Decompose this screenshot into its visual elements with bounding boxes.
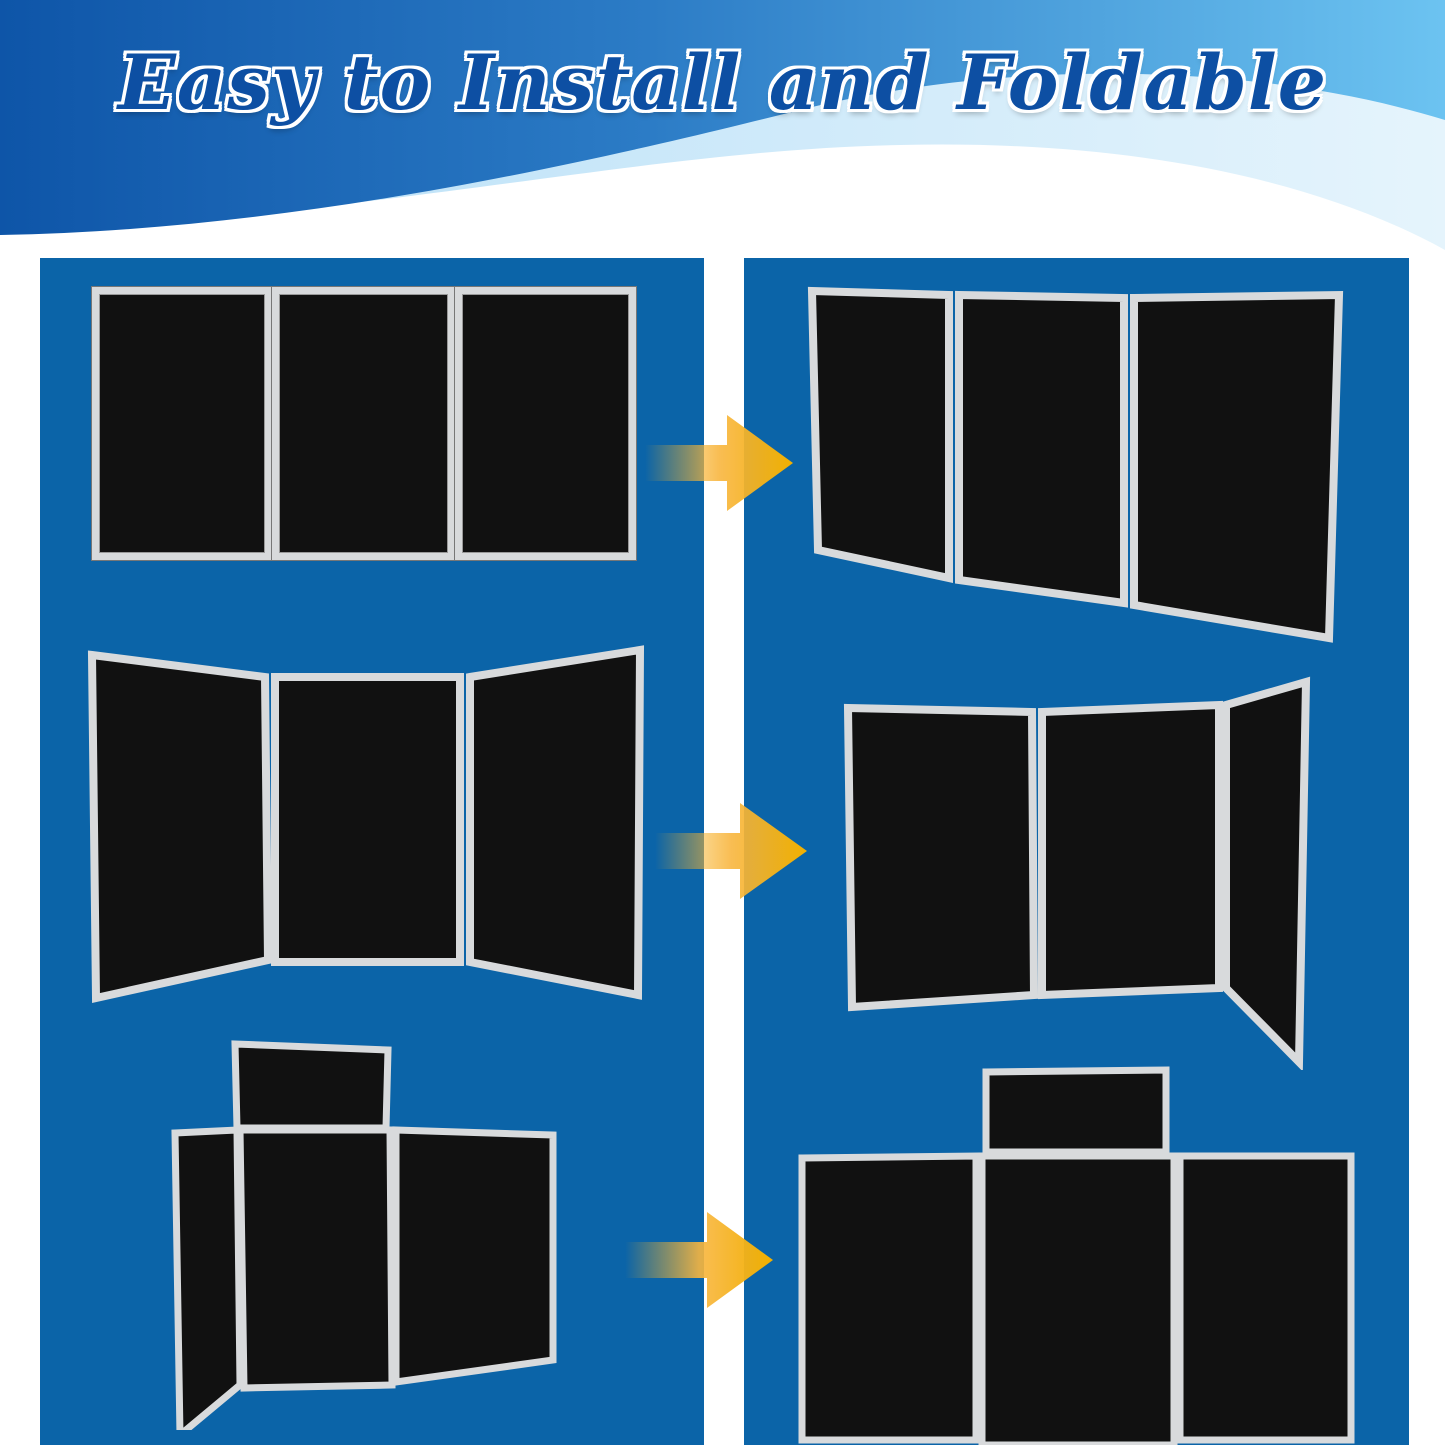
- arrow-right-icon: [645, 415, 793, 511]
- board-step3-after: [798, 1066, 1355, 1445]
- board-step3-before: [171, 1040, 557, 1430]
- arrow-right-icon: [655, 803, 807, 899]
- banner-wave-background: [0, 0, 1445, 260]
- board-step2-before: [87, 645, 645, 1003]
- board-step2-after: [843, 676, 1311, 1070]
- page-title: Easy to Install and Foldable: [117, 38, 1328, 127]
- title-banner: Easy to Install and Foldable: [0, 0, 1445, 260]
- board-step1-after: [807, 286, 1344, 643]
- arrow-right-icon: [625, 1212, 773, 1308]
